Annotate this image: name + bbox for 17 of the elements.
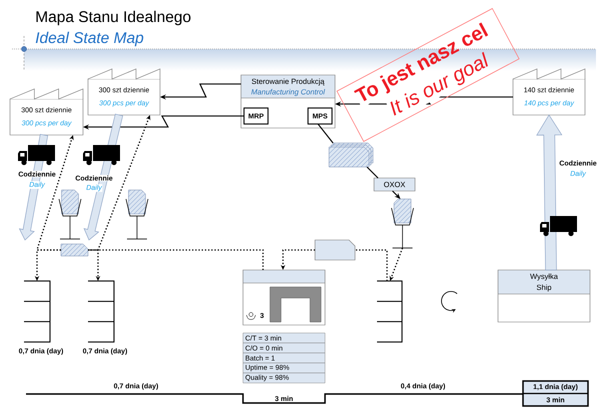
arrow [392, 190, 400, 199]
kanban-card-stack [328, 142, 374, 168]
supermarket-shelf [24, 280, 50, 342]
dotted-line [88, 249, 264, 270]
kanban-post [126, 190, 148, 240]
kanban-post [58, 190, 82, 240]
kanban-post [391, 198, 414, 248]
title: Mapa Stanu Idealnego [36, 10, 190, 26]
kanban-card [60, 244, 88, 256]
dotted-line [355, 249, 388, 281]
line [366, 166, 378, 178]
kanban-card [314, 240, 356, 260]
supermarket-shelf [376, 280, 402, 342]
subtitle: Ideal State Map [36, 32, 144, 46]
supermarket-shelf [88, 280, 114, 342]
wide-arrow [536, 114, 562, 270]
line [318, 124, 334, 144]
